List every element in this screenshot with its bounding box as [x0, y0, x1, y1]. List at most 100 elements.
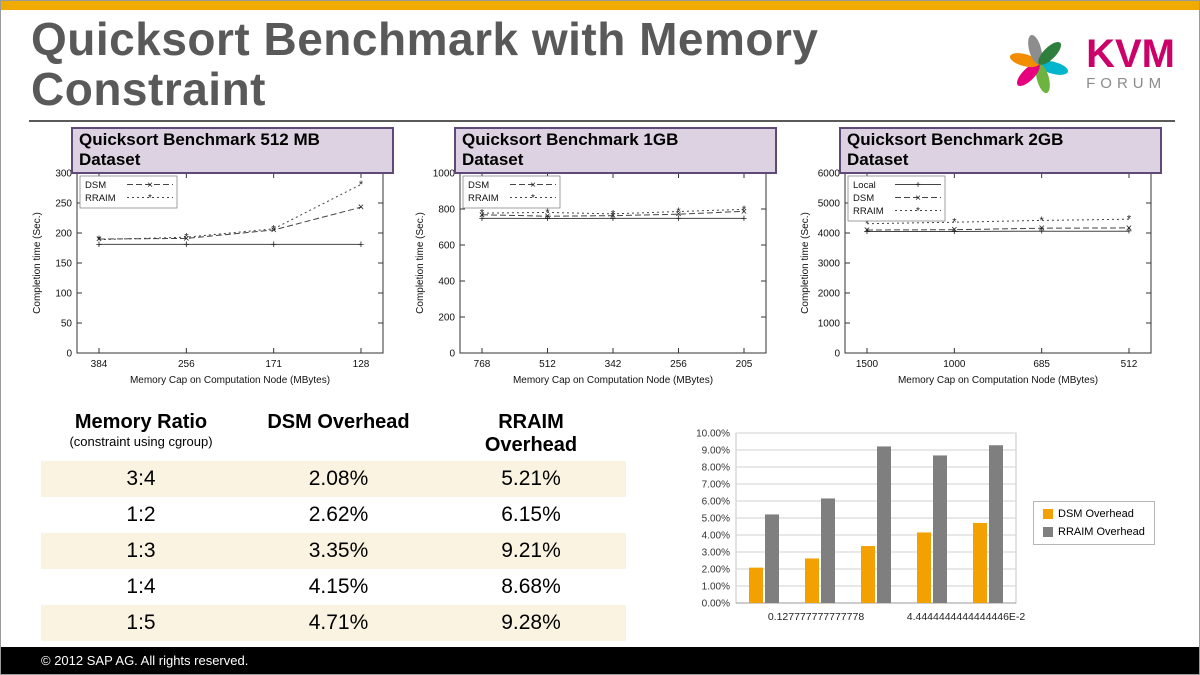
svg-text:DSM: DSM [85, 180, 106, 191]
svg-text:300: 300 [55, 169, 72, 180]
svg-text:+: + [915, 180, 921, 191]
svg-text:×: × [915, 193, 921, 204]
svg-text:256: 256 [178, 359, 195, 370]
svg-text:+: + [1038, 226, 1044, 238]
svg-text:RRAIM: RRAIM [468, 193, 499, 204]
svg-text:512: 512 [539, 359, 556, 370]
overhead-bar-chart-plot: 0.00%1.00%2.00%3.00%4.00%5.00%6.00%7.00%… [696, 429, 1026, 624]
svg-text:685: 685 [1033, 359, 1050, 370]
svg-text:*: * [272, 223, 277, 235]
svg-text:RRAIM: RRAIM [853, 206, 884, 217]
bar-chart-legend: DSM Overhead RRAIM Overhead [1033, 501, 1155, 545]
svg-text:×: × [358, 202, 364, 214]
svg-text:5000: 5000 [818, 199, 841, 210]
chart-title: Quicksort Benchmark 1GB Dataset [462, 130, 679, 170]
svg-text:Completion time (Sec.): Completion time (Sec.) [32, 212, 43, 314]
svg-text:171: 171 [265, 359, 282, 370]
svg-text:×: × [610, 210, 616, 222]
svg-text:*: * [480, 208, 485, 220]
svg-text:0.00%: 0.00% [702, 599, 730, 610]
logo-kvm-text: KVM [1086, 32, 1175, 76]
svg-text:0: 0 [449, 349, 455, 360]
svg-text:*: * [1040, 215, 1045, 227]
svg-text:3.00%: 3.00% [702, 548, 730, 559]
col-header-dsm-overhead: DSM Overhead [267, 411, 410, 433]
svg-text:×: × [270, 225, 276, 237]
title-divider [29, 120, 1175, 122]
svg-text:4.4444444444444446E-2: 4.4444444444444446E-2 [907, 611, 1026, 623]
svg-text:+: + [675, 213, 681, 225]
table-cell: 1:5 [126, 611, 156, 634]
svg-text:205: 205 [736, 359, 753, 370]
svg-text:50: 50 [61, 319, 73, 330]
svg-text:×: × [530, 180, 536, 191]
table-row: 1:4 4.15% 8.68% [41, 569, 626, 605]
svg-text:5.00%: 5.00% [702, 514, 730, 525]
svg-text:800: 800 [438, 205, 455, 216]
svg-text:*: * [545, 207, 550, 219]
svg-text:200: 200 [438, 313, 455, 324]
svg-text:256: 256 [670, 359, 687, 370]
legend-entry-rraim: RRAIM Overhead [1043, 526, 1145, 538]
svg-text:×: × [544, 211, 550, 223]
copyright-text: © 2012 SAP AG. All rights reserved. [41, 653, 249, 668]
table-row: 1:5 4.71% 9.28% [41, 605, 626, 641]
svg-text:*: * [148, 193, 152, 204]
svg-text:150: 150 [55, 259, 72, 270]
svg-text:Memory Cap on Computation Node: Memory Cap on Computation Node (MBytes) [513, 375, 713, 386]
svg-text:2.00%: 2.00% [702, 565, 730, 576]
svg-text:2000: 2000 [818, 289, 841, 300]
svg-text:0.127777777777778: 0.127777777777778 [768, 611, 865, 623]
table-row: 1:3 3.35% 9.21% [41, 533, 626, 569]
table-row: 3:4 2.08% 5.21% [41, 461, 626, 497]
legend-label: DSM Overhead [1058, 508, 1134, 520]
table-cell: 1:3 [126, 539, 156, 562]
svg-text:Completion time (Sec.): Completion time (Sec.) [415, 212, 426, 314]
dsm-overhead-swatch-icon [1043, 509, 1053, 519]
svg-text:384: 384 [91, 359, 108, 370]
footer-bar: © 2012 SAP AG. All rights reserved. [1, 647, 1199, 674]
table-row: 1:2 2.62% 6.15% [41, 497, 626, 533]
svg-text:×: × [147, 180, 153, 191]
svg-text:×: × [675, 209, 681, 221]
svg-text:342: 342 [605, 359, 622, 370]
svg-text:*: * [531, 193, 535, 204]
chart-header-1gb: Quicksort Benchmark 1GB Dataset [454, 127, 777, 174]
table-cell: 1:4 [126, 575, 156, 598]
pinwheel-flower-icon [1010, 34, 1069, 94]
table-cell: 5.21% [501, 467, 561, 490]
svg-text:0: 0 [66, 349, 72, 360]
svg-text:200: 200 [55, 229, 72, 240]
svg-text:×: × [864, 225, 870, 237]
table-cell: 1:2 [126, 503, 156, 526]
table-cell: 8.68% [501, 575, 561, 598]
table-cell: 4.15% [308, 575, 369, 598]
page-title: Quicksort Benchmark with Memory Constrai… [31, 13, 819, 115]
svg-text:Local: Local [853, 180, 876, 191]
col-header-rraim-overhead: RRAIM Overhead [484, 411, 578, 456]
svg-text:0: 0 [834, 349, 840, 360]
svg-text:4.00%: 4.00% [702, 531, 730, 542]
col-header-sub: (constraint using cgroup) [69, 434, 213, 449]
rraim-overhead-swatch-icon [1043, 527, 1053, 537]
svg-text:6000: 6000 [818, 169, 841, 180]
svg-text:1000: 1000 [433, 169, 456, 180]
svg-text:+: + [741, 213, 747, 225]
svg-text:+: + [96, 239, 102, 251]
table-cell: 4.71% [308, 611, 369, 634]
table-cell: 2.62% [308, 503, 369, 526]
legend-label: RRAIM Overhead [1058, 526, 1145, 538]
svg-text:×: × [479, 209, 485, 221]
svg-text:×: × [951, 224, 957, 236]
svg-text:+: + [951, 226, 957, 238]
svg-text:4000: 4000 [818, 229, 841, 240]
svg-text:8.00%: 8.00% [702, 463, 730, 474]
svg-text:768: 768 [474, 359, 491, 370]
table-cell: 3:4 [126, 467, 156, 490]
